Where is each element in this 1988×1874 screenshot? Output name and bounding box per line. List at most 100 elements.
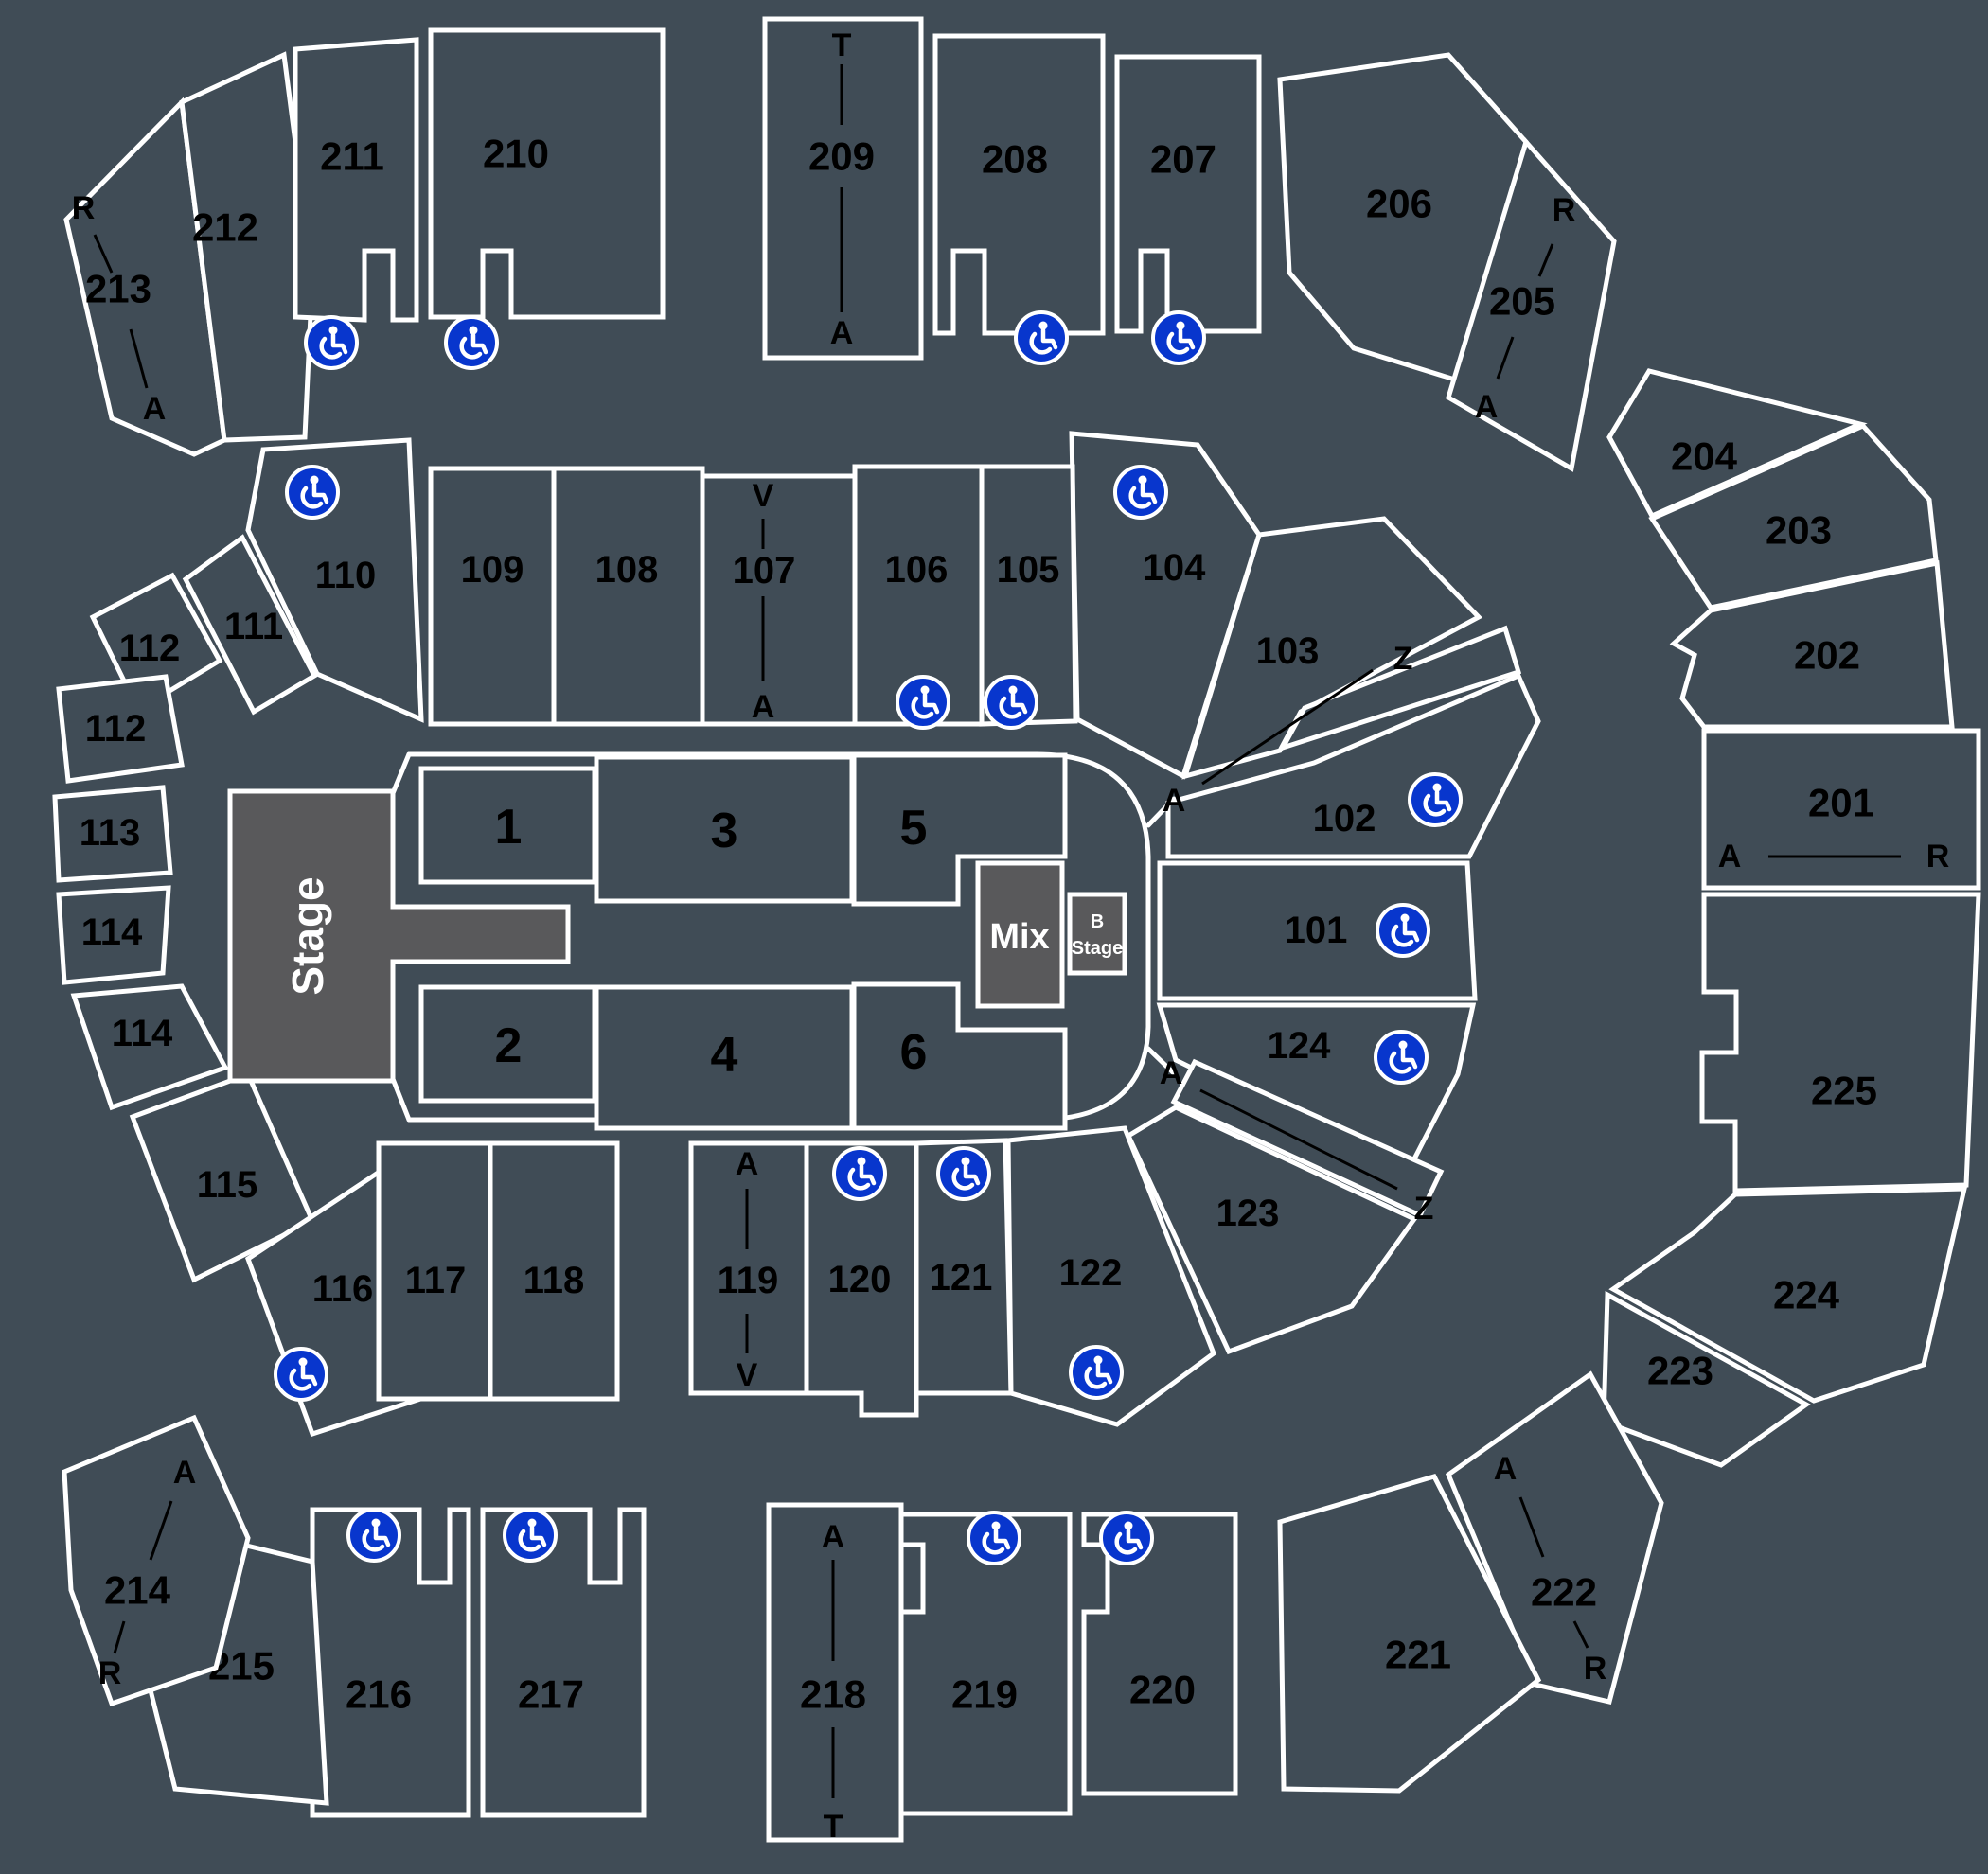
section-113-label: 113: [80, 812, 141, 854]
section-217-label: 217: [518, 1672, 584, 1717]
row-marker-A: A: [143, 391, 167, 427]
row-marker-T: T: [824, 1809, 843, 1845]
wheelchair-icon: [984, 675, 1038, 730]
section-124-label: 124: [1268, 1025, 1331, 1067]
section-205[interactable]: [1446, 136, 1617, 472]
section-224-label: 224: [1773, 1273, 1840, 1317]
section-114[interactable]: [70, 983, 229, 1111]
section-112[interactable]: [89, 572, 223, 714]
section-2-label: 2: [495, 1018, 523, 1073]
row-range-line: [1496, 336, 1515, 380]
row-marker-R: R: [72, 190, 96, 226]
section-114-label: 114: [81, 911, 143, 953]
wheelchair-icon: [444, 315, 499, 370]
wheelchair-icon: [1151, 310, 1206, 365]
wheelchair-icon: [936, 1146, 991, 1201]
section-6-floor[interactable]: [851, 981, 1068, 1131]
section-202-label: 202: [1794, 633, 1860, 678]
section-116-label: 116: [312, 1268, 374, 1310]
section-201[interactable]: [1701, 728, 1981, 891]
section-208-label: 208: [982, 137, 1048, 182]
section-112[interactable]: [56, 674, 185, 784]
section-221[interactable]: [1277, 1474, 1542, 1794]
section-220-label: 220: [1129, 1668, 1196, 1712]
section-218-label: 218: [800, 1672, 866, 1717]
row-marker-A: A: [1163, 783, 1186, 819]
section-104-label: 104: [1143, 547, 1206, 589]
section-210-label: 210: [483, 132, 549, 176]
row-marker-A: A: [1160, 1055, 1183, 1091]
section-211[interactable]: [293, 37, 419, 323]
section-108[interactable]: [551, 466, 705, 727]
section-118[interactable]: [488, 1140, 620, 1402]
section-122-label: 122: [1059, 1252, 1123, 1294]
row-marker-V: V: [753, 478, 774, 514]
section-112-label: 112: [119, 628, 181, 669]
section-204[interactable]: [1606, 368, 1868, 520]
section-101-label: 101: [1285, 910, 1348, 951]
row-marker-A: A: [1718, 839, 1742, 875]
wheelchair-icon: [1374, 1030, 1429, 1085]
section-105-label: 105: [997, 549, 1060, 591]
section-204-label: 204: [1671, 434, 1738, 479]
section-223[interactable]: [1601, 1290, 1811, 1468]
section-211-label: 211: [320, 134, 384, 179]
section-5-label: 5: [900, 801, 928, 856]
section-111-label: 111: [224, 606, 283, 647]
wheelchair-icon: [1408, 772, 1463, 827]
wheelchair-icon: [832, 1146, 887, 1201]
section-203[interactable]: [1648, 422, 1939, 610]
row-marker-R: R: [98, 1655, 122, 1691]
section-101[interactable]: [1157, 860, 1478, 1001]
section-113[interactable]: [52, 785, 173, 883]
section-107-label: 107: [733, 550, 796, 592]
section-114[interactable]: [56, 885, 171, 985]
section-214[interactable]: [62, 1414, 251, 1707]
section-217[interactable]: [480, 1507, 647, 1818]
section-209-label: 209: [808, 134, 875, 179]
wheelchair-icon: [1014, 310, 1069, 365]
section-110[interactable]: [245, 437, 424, 723]
wheelchair-icon: [1099, 1511, 1154, 1565]
row-marker-A: A: [736, 1146, 759, 1182]
wheelchair-icon: [967, 1511, 1021, 1565]
section-102-label: 102: [1313, 798, 1376, 840]
aisle-connector-line: [1145, 1046, 1179, 1078]
section-109[interactable]: [428, 466, 557, 727]
section-225[interactable]: [1699, 892, 1981, 1193]
section-107[interactable]: [700, 473, 858, 727]
section-122[interactable]: [1005, 1125, 1217, 1427]
section-203-label: 203: [1766, 508, 1832, 553]
row-marker-R: R: [1926, 839, 1950, 875]
section-118-label: 118: [524, 1260, 585, 1301]
section-207[interactable]: [1114, 54, 1262, 334]
section-214-label: 214: [104, 1568, 171, 1613]
b-stage-label-line2: Stage: [1072, 938, 1123, 959]
section-123[interactable]: [1125, 1105, 1418, 1355]
section-208[interactable]: [932, 33, 1106, 336]
section-106-label: 106: [885, 549, 949, 591]
section-213[interactable]: [63, 97, 227, 457]
section-6-label: 6: [900, 1025, 928, 1080]
wheelchair-icon: [896, 675, 950, 730]
section-103-label: 103: [1256, 630, 1320, 672]
wheelchair-icon: [285, 465, 340, 520]
section-224[interactable]: [1608, 1186, 1968, 1404]
section-111[interactable]: [182, 534, 318, 716]
section-205-label: 205: [1489, 279, 1555, 324]
row-range-line: [1537, 243, 1554, 277]
section-220[interactable]: [1081, 1512, 1238, 1796]
section-121-label: 121: [930, 1257, 993, 1299]
section-210[interactable]: [428, 27, 666, 320]
section-223-label: 223: [1647, 1349, 1713, 1393]
row-range-line: [113, 1620, 126, 1654]
section-222-label: 222: [1531, 1570, 1597, 1615]
section-5-floor[interactable]: [851, 752, 1068, 907]
wheelchair-icon: [346, 1508, 401, 1563]
section-120-label: 120: [828, 1259, 892, 1300]
section-109-label: 109: [461, 549, 524, 591]
wheelchair-icon: [274, 1347, 328, 1402]
section-202[interactable]: [1669, 559, 1955, 730]
section-218[interactable]: [766, 1502, 904, 1843]
section-216[interactable]: [310, 1507, 471, 1818]
